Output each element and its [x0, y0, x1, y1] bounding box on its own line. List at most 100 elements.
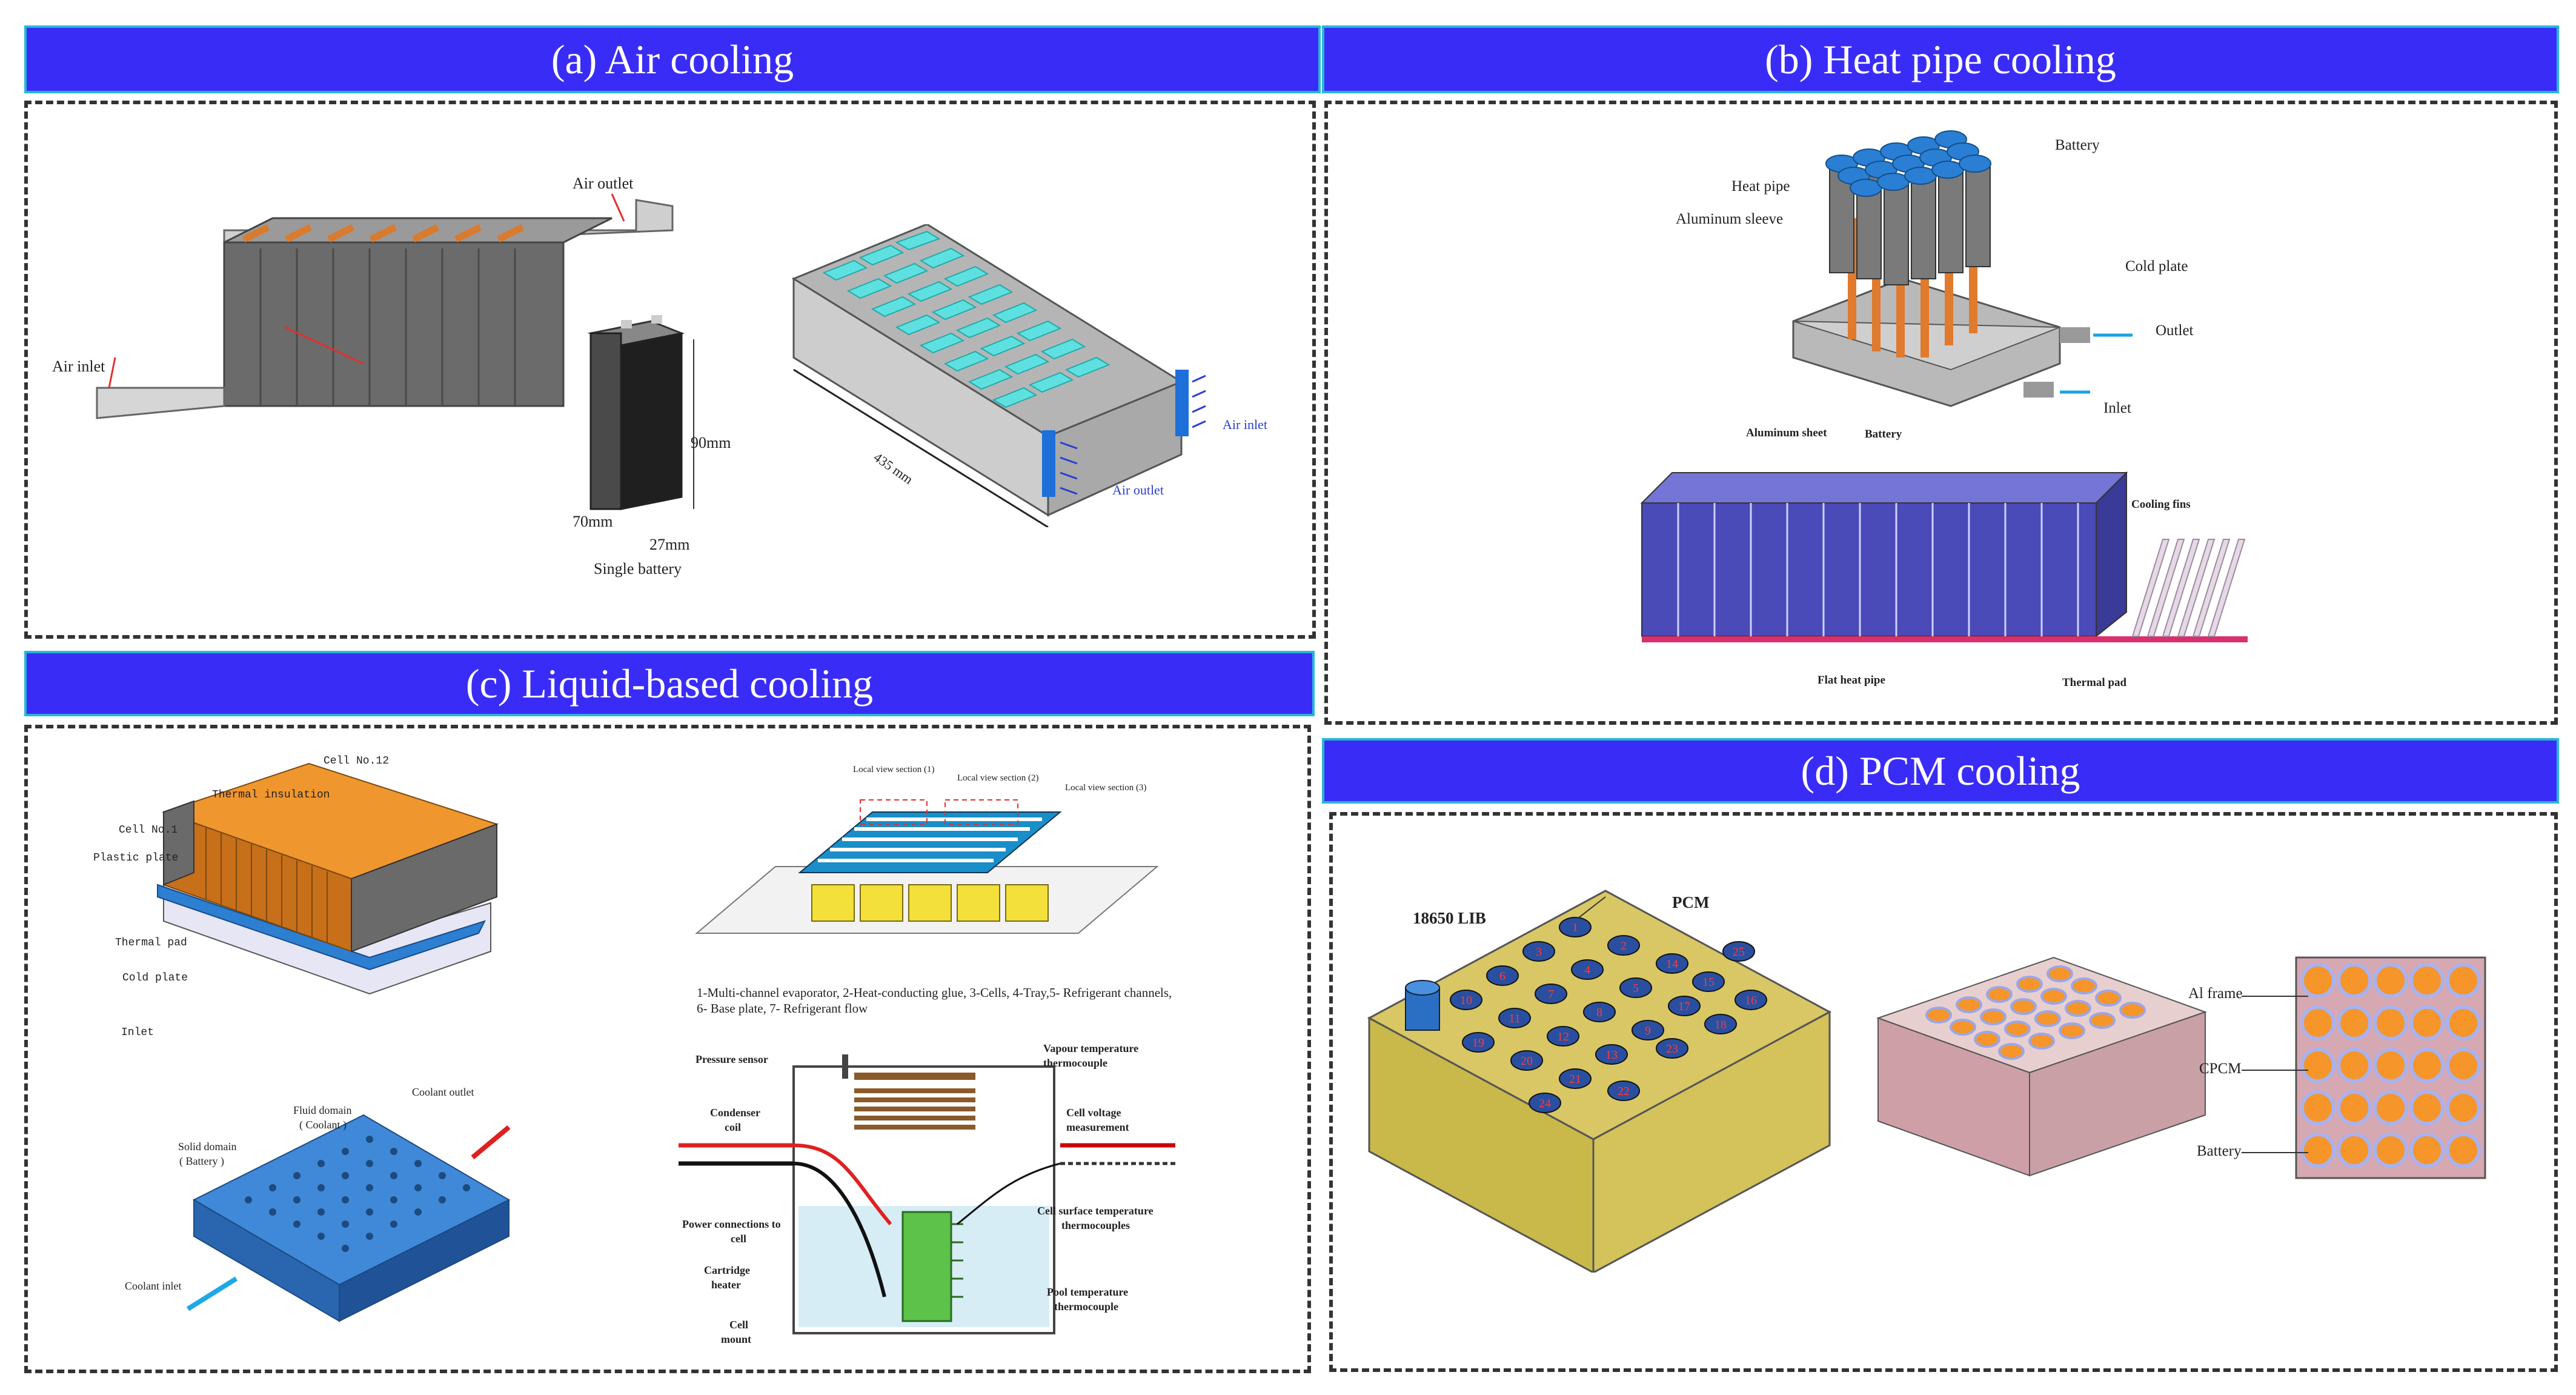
label-flat-heat-pipe: Flat heat pipe [1817, 674, 1885, 687]
label-power-connections: Power connections to [682, 1218, 781, 1230]
label-cell-surface-temp-2: thermocouples [1061, 1219, 1130, 1231]
label-pool-temp: Pool temperature [1047, 1286, 1129, 1298]
label-power-connections-2: cell [731, 1233, 746, 1245]
pcm-cell-number: 2 [1621, 939, 1627, 953]
panel-d-title: (d) PCM cooling [1322, 738, 2559, 804]
label-pool-temp-2: thermocouple [1054, 1300, 1118, 1313]
label-heat-pipe: Heat pipe [1731, 178, 1790, 195]
cold-plate-pack-figure [157, 762, 499, 995]
caption-evaporator-2: 6- Base plate, 7- Refrigerant flow [697, 1001, 868, 1016]
panel-a-title-text: (a) Air cooling [551, 36, 794, 82]
air-cooling-duct-figure [96, 193, 674, 419]
evaporator-plate-figure [695, 799, 1159, 934]
label-cold-plate: Cold plate [2125, 258, 2188, 275]
label-local-view-1: Local view section (1) [853, 765, 935, 774]
single-battery-figure [587, 315, 694, 510]
pcm-cell-number: 9 [1645, 1024, 1651, 1037]
label-aluminum-sleeve: Aluminum sleeve [1676, 211, 1784, 227]
label-cold-plate-c: Cold plate [122, 972, 188, 984]
label-dim-70mm: 70mm [573, 513, 613, 530]
label-fluid-domain: Fluid domain [293, 1104, 352, 1116]
label-air-inlet-right: Air inlet [1223, 417, 1267, 432]
pcm-cell-number: 10 [1460, 994, 1472, 1007]
label-cooling-fins: Cooling fins [2131, 498, 2191, 511]
label-inlet: Inlet [2103, 400, 2131, 416]
pcm-cell-number: 5 [1633, 982, 1639, 995]
pin-fin-coolant-figure [186, 1114, 511, 1322]
label-cell-mount-2: mount [721, 1333, 752, 1345]
pcm-cell-number: 19 [1472, 1036, 1484, 1050]
panel-c-title-text: (c) Liquid-based cooling [465, 660, 874, 707]
pcm-cells [1450, 917, 1767, 1113]
label-battery-2: Battery [1865, 428, 1902, 441]
pcm-cell-number: 14 [1666, 957, 1678, 971]
label-condenser: Condenser [710, 1107, 761, 1119]
pcm-module-figure: 1234567891011121314151617181920212223242… [1367, 890, 1832, 1273]
label-outlet: Outlet [2156, 322, 2194, 339]
immersion-test-rig-figure [679, 1054, 1175, 1334]
panel-b-title: (b) Heat pipe cooling [1322, 25, 2559, 93]
pcm-cell-number: 16 [1745, 994, 1757, 1007]
pcm-cell-number: 11 [1509, 1012, 1520, 1025]
label-vapour-temp: Vapour temperature [1043, 1042, 1139, 1054]
label-al-frame: Al frame [2188, 985, 2243, 1002]
label-thermal-insulation: Thermal insulation [212, 789, 330, 801]
pcm-cell-number: 25 [1733, 945, 1745, 959]
panel-b-title-text: (b) Heat pipe cooling [1765, 36, 2116, 82]
pcm-cell-number: 4 [1584, 964, 1590, 977]
pcm-cell-number: 17 [1678, 1000, 1690, 1013]
caption-evaporator-1: 1-Multi-channel evaporator, 2-Heat-condu… [697, 985, 1172, 1000]
label-solid-domain-sub: ( Battery ) [179, 1155, 224, 1167]
panel-a-title: (a) Air cooling [24, 25, 1321, 93]
pcm-cell-number: 22 [1618, 1085, 1630, 1098]
label-thermal-pad-c: Thermal pad [115, 937, 187, 949]
pcm-cell-number: 1 [1572, 921, 1578, 934]
label-cartridge-heater-2: heater [711, 1279, 741, 1291]
pcm-cell-number: 18 [1715, 1018, 1727, 1031]
label-cell-mount: Cell [729, 1319, 748, 1331]
pcm-cell-number: 15 [1702, 976, 1715, 989]
label-inlet-c: Inlet [121, 1027, 154, 1039]
label-air-inlet: Air inlet [52, 358, 105, 375]
label-plastic-plate: Plastic plate [93, 852, 179, 864]
label-battery-d: Battery [2197, 1143, 2242, 1159]
label-coolant-inlet: Coolant inlet [125, 1280, 182, 1292]
label-local-view-2: Local view section (2) [957, 773, 1039, 783]
label-cell-no-1: Cell No.1 [119, 824, 178, 836]
panel-c-title: (c) Liquid-based cooling [24, 651, 1315, 716]
pcm-cell-number: 12 [1557, 1030, 1569, 1044]
label-cell-no-12: Cell No.12 [324, 755, 390, 767]
cpcm-top-view-figure [2295, 956, 2486, 1179]
flat-heat-pipe-figure [1640, 471, 2248, 642]
label-cell-voltage: Cell voltage [1066, 1107, 1121, 1119]
label-cell-voltage-2: measurement [1066, 1121, 1129, 1133]
pcm-cell-number: 23 [1666, 1042, 1678, 1056]
pcm-cell-number: 3 [1536, 945, 1542, 959]
label-local-view-3: Local view section (3) [1065, 783, 1147, 793]
label-condenser-2: coil [725, 1121, 741, 1133]
label-air-outlet: Air outlet [573, 175, 634, 192]
label-cpcm: CPCM [2199, 1060, 2242, 1077]
panel-c-frame [24, 725, 1311, 1373]
label-dim-90mm: 90mm [691, 434, 731, 451]
label-solid-domain: Solid domain [178, 1140, 237, 1153]
pcm-cell-number: 6 [1499, 970, 1505, 983]
cpcm-leader-lines [2242, 996, 2308, 1153]
pcm-cell-number: 20 [1521, 1054, 1533, 1068]
label-coolant-outlet: Coolant outlet [412, 1086, 474, 1098]
panel-b-frame [1324, 101, 2558, 725]
label-pressure-sensor: Pressure sensor [695, 1053, 768, 1065]
air-cooling-pack-figure [791, 224, 1206, 527]
label-single-battery: Single battery [594, 560, 682, 578]
pcm-cell-number: 7 [1548, 988, 1554, 1001]
panel-a-frame [24, 101, 1316, 639]
label-pcm: PCM [1672, 893, 1710, 911]
pcm-cell-number: 24 [1539, 1097, 1551, 1110]
label-cell-surface-temp: Cell surface temperature [1037, 1205, 1154, 1217]
label-vapour-temp-2: thermocouple [1043, 1057, 1107, 1069]
label-battery: Battery [2055, 137, 2100, 153]
label-fluid-domain-sub: ( Coolant ) [299, 1119, 347, 1131]
panel-d-frame [1329, 812, 2558, 1372]
label-aluminum-sheet: Aluminum sheet [1746, 427, 1827, 439]
cpcm-module-figure [1876, 956, 2208, 1177]
